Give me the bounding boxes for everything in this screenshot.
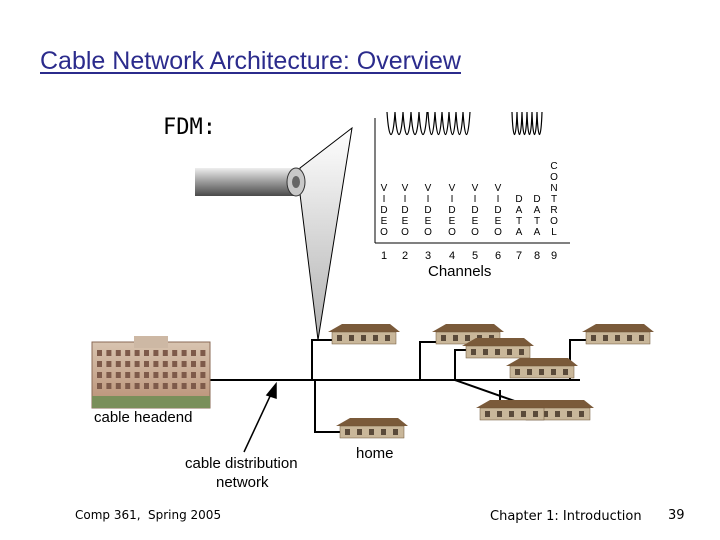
footer-course: Comp 361, xyxy=(75,508,141,522)
distribution-label-line2: network xyxy=(216,474,269,491)
channel-letter: V xyxy=(494,183,502,194)
channel-letter: E xyxy=(380,216,388,227)
channel-letter: T xyxy=(533,216,541,227)
channel-letter: E xyxy=(494,216,502,227)
channel-letter: V xyxy=(471,183,479,194)
spectrum-axes xyxy=(374,118,570,244)
channel-letter: O xyxy=(550,172,558,183)
channel-letter: D xyxy=(448,205,456,216)
house-icon xyxy=(336,418,408,439)
channel-letter: I xyxy=(426,194,430,205)
channel-letter: V xyxy=(448,183,456,194)
building-windows xyxy=(97,350,206,389)
channel-letter: I xyxy=(382,194,386,205)
channel-letter: O xyxy=(380,227,388,238)
channel-number: 2 xyxy=(401,250,409,262)
channel-letter: D xyxy=(494,205,502,216)
coax-cable-icon xyxy=(195,167,306,197)
channel-letter: D xyxy=(424,205,432,216)
channel-letter: N xyxy=(550,183,558,194)
channel-letter: V xyxy=(424,183,432,194)
channel-letter: A xyxy=(533,205,541,216)
channel-number: 3 xyxy=(424,250,432,262)
waveform-icon xyxy=(427,111,471,136)
house-icon xyxy=(582,324,654,345)
channel-letter: D xyxy=(515,194,523,205)
channel-letter: O xyxy=(494,227,502,238)
channel-letter: V xyxy=(401,183,409,194)
channel-letter: E xyxy=(401,216,409,227)
footer-term: Spring 2005 xyxy=(148,508,222,522)
channel-letter: O xyxy=(448,227,456,238)
magnification-cone xyxy=(299,126,353,341)
pointer-arrow xyxy=(243,381,277,453)
house-icon xyxy=(506,358,578,379)
channel-letter: D xyxy=(471,205,479,216)
channel-number: 5 xyxy=(471,250,479,262)
channel-number: 4 xyxy=(448,250,456,262)
channel-letter: O xyxy=(550,216,558,227)
headend-label: cable headend xyxy=(94,409,193,426)
channel-number: 9 xyxy=(550,250,558,262)
house-icon xyxy=(462,338,534,359)
channel-letter: O xyxy=(424,227,432,238)
channel-letter: D xyxy=(401,205,409,216)
house-icon xyxy=(328,324,400,345)
channel-letter: E xyxy=(471,216,479,227)
signal-waveforms xyxy=(386,111,543,136)
channel-letter: R xyxy=(550,205,558,216)
waveform-icon xyxy=(386,111,428,135)
waveform-icon xyxy=(511,111,543,136)
channel-number: 6 xyxy=(494,250,502,262)
channel-letter: D xyxy=(380,205,388,216)
channel-letter: E xyxy=(448,216,456,227)
channel-letter: T xyxy=(515,216,523,227)
channel-letter: T xyxy=(550,194,558,205)
channel-letter: I xyxy=(450,194,454,205)
house-icon xyxy=(476,400,548,421)
channel-number: 7 xyxy=(515,250,523,262)
channel-letter: D xyxy=(533,194,541,205)
channel-number: 8 xyxy=(533,250,541,262)
channel-letter: O xyxy=(471,227,479,238)
channel-letter: C xyxy=(550,161,558,172)
distribution-label-line1: cable distribution xyxy=(185,455,298,472)
channels-label: Channels xyxy=(428,263,492,280)
houses xyxy=(328,324,654,439)
channel-letter: L xyxy=(551,227,557,238)
footer-page-number: 39 xyxy=(668,508,685,523)
channel-letter: I xyxy=(473,194,477,205)
footer-chapter: Chapter 1: Introduction xyxy=(490,509,642,524)
channel-letter: A xyxy=(515,205,523,216)
channel-letter: O xyxy=(401,227,409,238)
fdm-label: FDM: xyxy=(163,115,216,140)
slide-title: Cable Network Architecture: Overview xyxy=(40,47,461,75)
channel-letter: E xyxy=(424,216,432,227)
channel-letter: V xyxy=(380,183,388,194)
headend-building-icon xyxy=(91,336,211,409)
channel-letter: A xyxy=(533,227,541,238)
home-label: home xyxy=(356,445,394,462)
channel-number: 1 xyxy=(380,250,388,262)
channel-letter: I xyxy=(403,194,407,205)
channel-letter: I xyxy=(496,194,500,205)
channel-letter: A xyxy=(515,227,523,238)
